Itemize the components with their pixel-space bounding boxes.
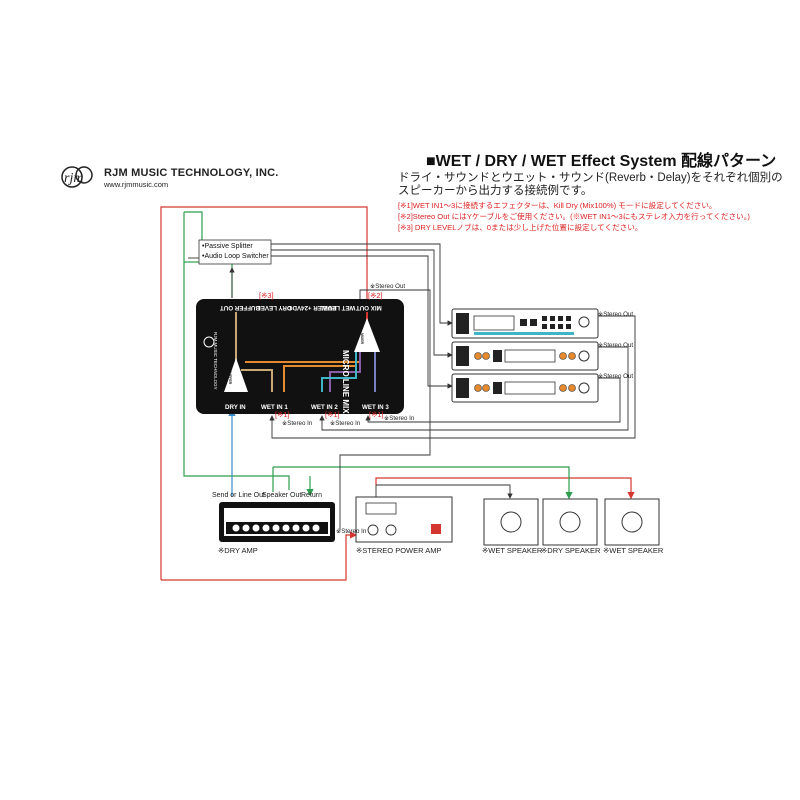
splitter-to-effects-wire: [188, 243, 453, 389]
buffer-triangle: [224, 358, 248, 392]
wet1-stereo-in-label: ※Stereo In: [282, 420, 313, 427]
marker-1b: [※1]: [325, 410, 340, 419]
speaker-1-caption: ※WET SPEAKER: [482, 546, 543, 555]
fx1-stereo-out-label: ※Stereo Out: [598, 311, 634, 318]
brand-name: RJM MUSIC TECHNOLOGY, INC.: [104, 167, 279, 179]
note-2: [※2]Stereo Out にはYケーブルをご使用ください。(※WET IN1…: [398, 212, 750, 221]
dry-in-label: DRY IN: [225, 404, 246, 411]
return-label: Return: [301, 492, 323, 499]
dry-level-label: DRY LEVEL: [257, 304, 292, 311]
buffer-triangle-label: BUFFER: [228, 370, 232, 385]
note-1: [※1]WET IN1〜3に接続するエフェクターは、Kill Dry (Mix1…: [398, 201, 717, 210]
fx2-stereo-out-text: Stereo Out: [603, 342, 634, 349]
marker-1a: [※1]: [275, 410, 290, 419]
description: ドライ・サウンドとウエット・サウンド(Reverb・Delay)をそれぞれ個別の…: [398, 172, 783, 198]
description-line-2: スピーカーから出力する接続例です。: [398, 185, 593, 197]
dry-amp-caption: ※DRY AMP: [218, 546, 258, 555]
mixer-logo: RJM MUSIC TECHNOLOGY: [213, 332, 218, 390]
effect-unit-1: [451, 308, 599, 339]
description-line-1: ドライ・サウンドとウエット・サウンド(Reverb・Delay)をそれぞれ個別の: [398, 172, 783, 184]
wet3-stereo-in-text: Stereo In: [389, 415, 415, 422]
fx3-stereo-out-label: ※Stereo Out: [598, 373, 634, 380]
note-3: [※3] DRY LEVELノブは、0または少し上げた位置に設定してください。: [398, 223, 643, 232]
amp-stereo-in-text: Stereo In: [341, 528, 367, 535]
splitter-line-1: •Passive Splitter: [202, 243, 253, 250]
wet-in-2-label: WET IN 2: [311, 404, 338, 411]
marker-1c: [※1]: [369, 410, 384, 419]
buffer-out-label: BUFFER OUT: [220, 304, 260, 311]
splitter-line-2: •Audio Loop Switcher: [202, 253, 269, 260]
wet3-stereo-in-label: ※Stereo In: [384, 415, 415, 422]
mix-out-label: MIX OUT: [356, 304, 382, 311]
power-amp-to-speakers-wire: [375, 484, 513, 499]
fx1-stereo-out-text: Stereo Out: [603, 311, 634, 318]
effects-to-mixer-wire: [269, 315, 636, 439]
wet-level-label: WET LEVEL: [320, 304, 356, 311]
stereo-power-amp: [355, 496, 453, 543]
amp-stereo-in-label: ※Stereo In: [336, 528, 367, 535]
wet2-stereo-in-label: ※Stereo In: [330, 420, 361, 427]
micro-line-mixer: [196, 299, 404, 414]
fx3-stereo-out-text: Stereo Out: [603, 373, 634, 380]
rjm-logo-icon: rjm: [61, 166, 93, 188]
red-wire: [160, 206, 635, 581]
speaker-out-label: Speaker Out: [262, 492, 302, 499]
mixer-to-power-amp-wire: [339, 289, 431, 530]
mixer-name: MICRO LINE MIXER: [341, 350, 350, 425]
splitter-box: [198, 239, 272, 265]
speaker-1: [483, 498, 539, 546]
wet-in-1-label: WET IN 1: [261, 404, 288, 411]
green-wire: [183, 211, 573, 500]
marker-3: [※3]: [259, 291, 274, 300]
dry-amp: [219, 502, 335, 542]
fx2-stereo-out-label: ※Stereo Out: [598, 342, 634, 349]
brand-url: www.rjmmusic.com: [104, 180, 169, 189]
send-out-label: Send or Line Out: [212, 492, 265, 499]
mixer-triangle: [354, 318, 380, 352]
speaker-2-caption: ※DRY SPEAKER: [541, 546, 601, 555]
power-amp-caption: ※STEREO POWER AMP: [356, 546, 442, 555]
speaker-3: [604, 498, 660, 546]
speaker-2: [542, 498, 598, 546]
wet2-stereo-in-text: Stereo In: [335, 420, 361, 427]
splitter-label: •Passive Splitter •Audio Loop Switcher: [202, 242, 269, 262]
effect-unit-2: [451, 341, 599, 371]
mixer-stereo-out-text: Stereo Out: [375, 283, 406, 290]
mixer-triangle-label: MIXER: [360, 333, 364, 345]
wet1-stereo-in-text: Stereo In: [287, 420, 313, 427]
svg-text:rjm: rjm: [64, 171, 83, 186]
marker-2: [※2]: [368, 291, 383, 300]
mixer-stereo-out-label: ※Stereo Out: [370, 283, 406, 290]
speaker-3-caption: ※WET SPEAKER: [603, 546, 664, 555]
page-title: ■WET / DRY / WET Effect System 配線パターン: [426, 153, 777, 170]
effect-unit-3: [451, 373, 599, 403]
wet-in-3-label: WET IN 3: [362, 404, 389, 411]
